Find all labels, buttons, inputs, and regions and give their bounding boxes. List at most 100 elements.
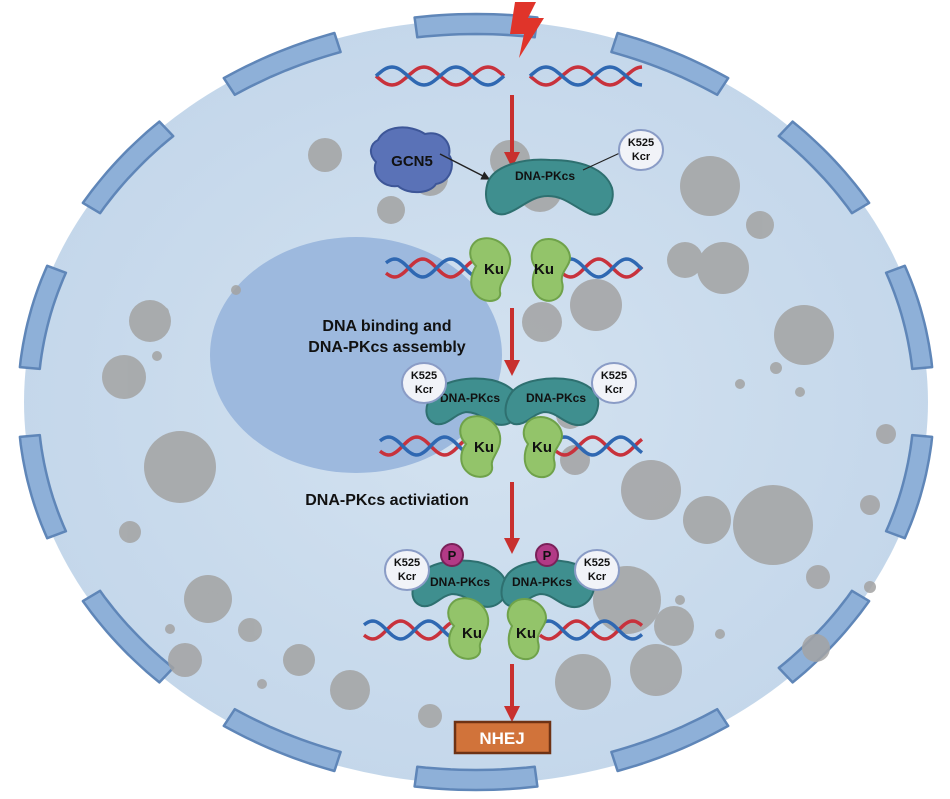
granule — [159, 307, 169, 317]
granule — [231, 285, 241, 295]
membrane-segment — [777, 120, 871, 215]
k525-bubble — [618, 129, 664, 171]
granule — [208, 591, 218, 601]
granule — [802, 634, 830, 662]
step-label-binding-line2: DNA-PKcs assembly — [308, 339, 466, 356]
granule — [770, 362, 782, 374]
step-label-activation: DNA-PKcs activiation — [305, 492, 469, 509]
dna-strand — [384, 257, 477, 279]
stage-activation: DNA-PKcs DNA-PKcs P P K525 Kcr K525 Kcr … — [384, 543, 620, 661]
dnapkcs-label: DNA-PKcs — [515, 169, 575, 183]
granule — [675, 595, 685, 605]
granule — [630, 644, 682, 696]
dnapkcs-act-right-label: DNA-PKcs — [512, 575, 572, 589]
granule — [377, 196, 405, 224]
granule — [308, 138, 342, 172]
membrane-segment — [884, 433, 934, 540]
granule — [283, 644, 315, 676]
membrane-segment — [18, 264, 68, 371]
ku-label-left: Ku — [484, 261, 504, 278]
dnapkcs-protein — [485, 158, 614, 216]
dna-strand — [560, 257, 644, 279]
granule — [570, 279, 622, 331]
dna-strand — [528, 65, 643, 87]
phospho-left-label: P — [448, 548, 457, 563]
ku-left — [469, 237, 512, 302]
granule — [864, 581, 876, 593]
gcn5-arrow — [439, 153, 491, 180]
granule — [795, 387, 805, 397]
k525-left-label: K525 — [411, 370, 437, 382]
ku-assembly-left-label: Ku — [474, 439, 494, 456]
granule — [697, 242, 749, 294]
membrane-segment — [610, 707, 730, 773]
dna-strand — [362, 619, 457, 641]
granule — [119, 521, 141, 543]
membrane-segment — [81, 120, 175, 215]
stage-crotonylation: GCN5 DNA-PKcs K525 Kcr — [370, 126, 664, 216]
granule — [683, 496, 731, 544]
granule — [806, 565, 830, 589]
k525-bubble-act-right — [574, 549, 620, 591]
k525-right-label: K525 — [601, 370, 627, 382]
granule — [184, 575, 232, 623]
membrane-segment — [18, 433, 68, 540]
k525-pointer — [582, 151, 623, 171]
granule — [654, 606, 694, 646]
granule — [522, 302, 562, 342]
granule — [165, 624, 175, 634]
granule — [102, 355, 146, 399]
ku-act-right — [506, 598, 548, 661]
granule — [238, 618, 262, 642]
granule — [555, 654, 611, 710]
granule — [144, 431, 216, 503]
dna-strand — [554, 435, 644, 457]
granule — [129, 300, 171, 342]
ku-label-right: Ku — [534, 261, 554, 278]
cell-membrane — [18, 12, 934, 792]
k525-bubble-right — [591, 362, 637, 404]
membrane-segment — [413, 765, 539, 792]
granule — [418, 704, 442, 728]
dna-strands — [362, 65, 644, 641]
dna-strand — [378, 435, 468, 457]
granule — [257, 679, 267, 689]
k525-bubble-left — [401, 362, 447, 404]
dna-strand — [384, 257, 477, 279]
ku-assembly-right-label: Ku — [532, 439, 552, 456]
dnapkcs-act-left-label: DNA-PKcs — [430, 575, 490, 589]
granule — [168, 643, 202, 677]
kcr-act-left-label: Kcr — [398, 571, 417, 583]
ku-act-left-label: Ku — [462, 625, 482, 642]
dna-strand — [374, 65, 506, 87]
dna-strand — [378, 435, 468, 457]
granule — [733, 485, 813, 565]
membrane-segment — [413, 12, 539, 39]
granule — [715, 629, 725, 639]
dna-strand — [538, 619, 644, 641]
granule — [667, 242, 703, 278]
dnapkcs-right — [504, 377, 600, 426]
k525-label: K525 — [628, 137, 654, 149]
k525-act-left-label: K525 — [394, 557, 420, 569]
dnapkcs-left — [425, 377, 522, 426]
stage-assembly: DNA-PKcs DNA-PKcs K525 Kcr K525 Kcr Ku K… — [401, 362, 637, 479]
ku-act-left — [447, 597, 490, 660]
phospho-right-label: P — [543, 548, 552, 563]
membrane-segment — [222, 707, 342, 773]
ku-assembly-left — [459, 415, 502, 478]
gcn5-label: GCN5 — [391, 153, 433, 170]
phospho-left-icon — [440, 543, 464, 567]
kcr-act-right-label: Kcr — [588, 571, 607, 583]
k525-bubble-act-left — [384, 549, 430, 591]
nhej-box — [453, 720, 552, 755]
granule — [735, 379, 745, 389]
kcr-left-label: Kcr — [415, 384, 434, 396]
granule — [621, 460, 681, 520]
dna-strand — [528, 65, 643, 87]
ku-act-right-label: Ku — [516, 625, 536, 642]
gcn5-complex — [370, 126, 453, 194]
ku-right — [530, 238, 572, 302]
